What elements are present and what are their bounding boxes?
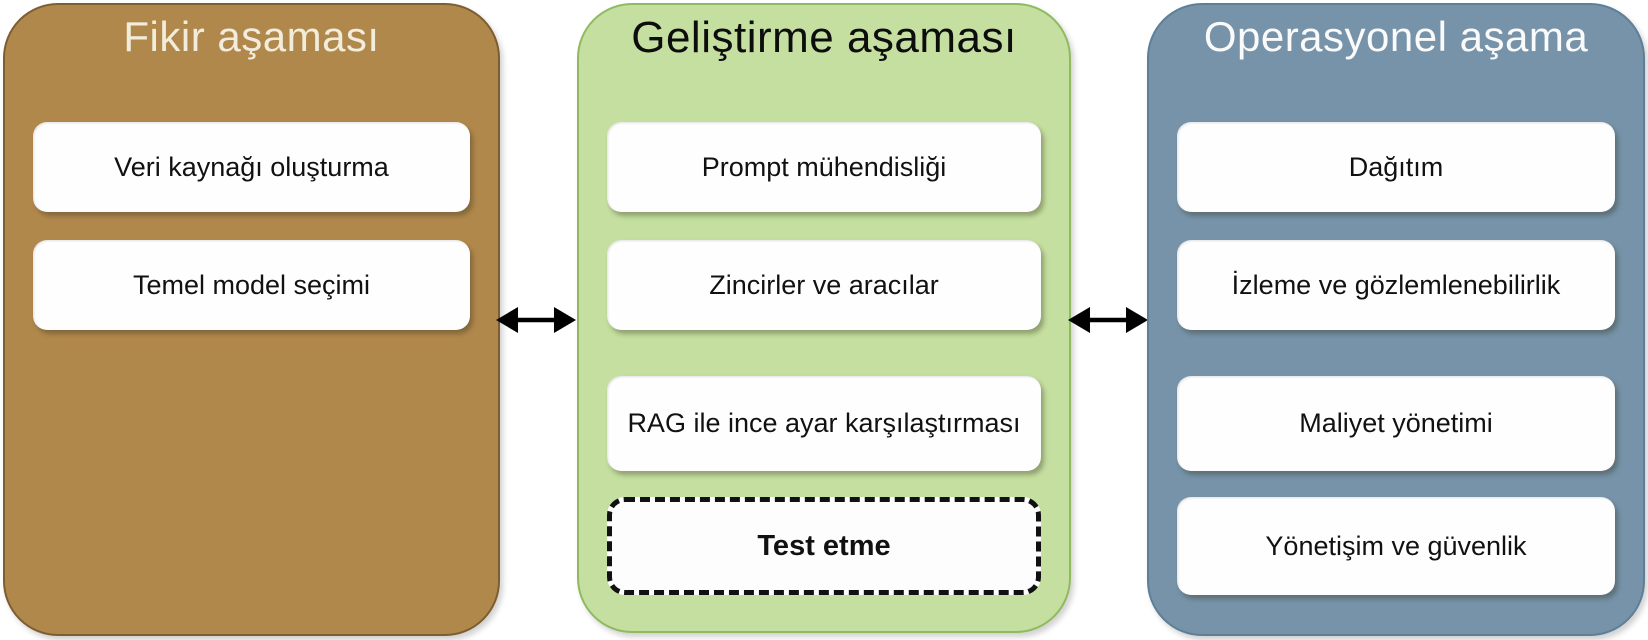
box-governance-security: Yönetişim ve güvenlik xyxy=(1177,497,1615,595)
box-monitoring-observability: İzleme ve gözlemlenebilirlik xyxy=(1177,240,1615,330)
box-prompt-engineering: Prompt mühendisliği xyxy=(607,122,1041,212)
box-data-source-creation: Veri kaynağı oluşturma xyxy=(33,122,470,212)
double-headed-arrow-icon xyxy=(496,307,576,333)
box-chains-and-agents: Zincirler ve aracılar xyxy=(607,240,1041,330)
double-headed-arrow-icon xyxy=(1068,307,1148,333)
panel-operational-title: Operasyonel aşama xyxy=(1203,13,1589,60)
panel-idea-boxes: Veri kaynağı oluşturma Temel model seçim… xyxy=(33,122,470,376)
panel-idea-title: Fikir aşaması xyxy=(123,13,380,60)
panel-development-title: Geliştirme aşaması xyxy=(631,13,1017,62)
box-rag-vs-finetuning: RAG ile ince ayar karşılaştırması xyxy=(607,376,1041,471)
panel-operational-boxes: Dağıtım İzleme ve gözlemlenebilirlik Mal… xyxy=(1177,122,1615,595)
box-deployment: Dağıtım xyxy=(1177,122,1615,212)
box-base-model-selection: Temel model seçimi xyxy=(33,240,470,330)
panel-idea-stage: Fikir aşaması Veri kaynağı oluşturma Tem… xyxy=(3,3,500,636)
panel-development-stage: Geliştirme aşaması Prompt mühendisliği Z… xyxy=(577,3,1071,633)
box-cost-management: Maliyet yönetimi xyxy=(1177,376,1615,471)
panel-operational-stage: Operasyonel aşama Dağıtım İzleme ve gözl… xyxy=(1147,3,1645,636)
panel-development-boxes: Prompt mühendisliği Zincirler ve aracıla… xyxy=(607,122,1041,595)
box-testing: Test etme xyxy=(607,497,1041,595)
